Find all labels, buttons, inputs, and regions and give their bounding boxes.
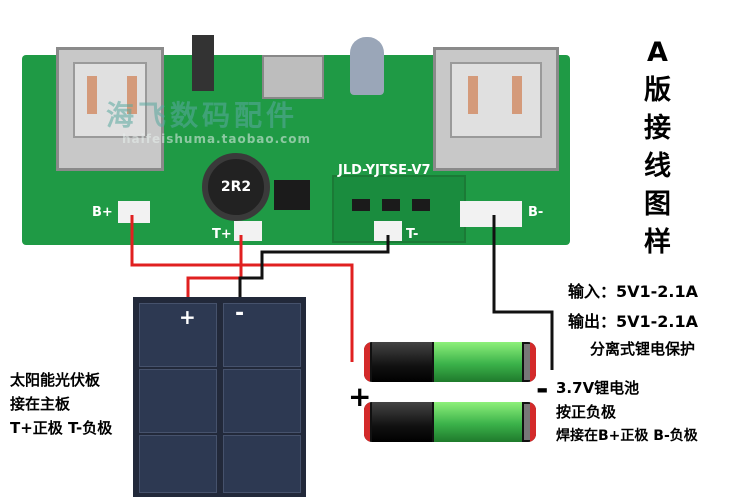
ic-chip (274, 180, 310, 210)
solar-minus: - (235, 301, 245, 326)
led (350, 37, 384, 95)
title-char: 样 (644, 227, 671, 258)
board-id: JLD-YJTSE-V7 (338, 163, 431, 178)
battery-cap (524, 404, 532, 440)
solar-cell (139, 303, 217, 367)
inductor-label: 2R2 (220, 179, 252, 195)
pad-t-plus-label: T+ (212, 227, 232, 242)
usb-pin (87, 76, 97, 114)
solar-cell (223, 369, 301, 433)
micro-usb-port (262, 55, 324, 99)
battery-description: 3.7V锂电池 按正负极 焊接在B+正极 B-负极 (556, 376, 698, 448)
pad-t-minus (374, 221, 402, 241)
usb-pin (468, 76, 478, 114)
battery-desc-line: 焊接在B+正极 B-负极 (556, 428, 698, 444)
pad-b-minus-label: B- (528, 205, 544, 220)
battery-minus: - (536, 372, 549, 407)
usb-port-right (433, 47, 559, 171)
battery-terminal (364, 342, 370, 382)
pad-b-minus (460, 201, 522, 227)
battery-bottom (364, 402, 536, 442)
watermark-cn: 海飞数码配件 (106, 99, 299, 132)
solar-plus: + (179, 305, 196, 329)
solar-cell (139, 369, 217, 433)
title-char: 图 (644, 189, 671, 220)
mosfet (382, 199, 400, 211)
vertical-title: A 版 接 线 图 样 (644, 34, 671, 262)
battery-shrink-black (372, 402, 432, 442)
spec-output: 输出：5V1-2.1A (568, 312, 699, 331)
title-char: 线 (644, 151, 671, 182)
battery-top (364, 342, 536, 382)
solar-cell (223, 435, 301, 493)
battery-shrink-green (434, 402, 522, 442)
battery-terminal (530, 402, 536, 442)
pad-t-minus-label: T- (406, 227, 419, 242)
battery-terminal (364, 402, 370, 442)
usb-pin (512, 76, 522, 114)
battery-cap (524, 344, 532, 380)
title-char: A (647, 37, 668, 68)
solar-desc-line: T+正极 T-负极 (10, 419, 113, 437)
solar-cell (139, 435, 217, 493)
solar-description: 太阳能光伏板 接在主板 T+正极 T-负极 (10, 368, 112, 440)
wire-t-minus (238, 235, 390, 304)
wire-t-plus (186, 235, 243, 304)
pcb-board: 2R2 JLD-YJTSE-V7 B+ T+ T- B- (22, 35, 570, 245)
protection-module (332, 175, 466, 243)
mosfet (412, 199, 430, 211)
battery-terminal (530, 342, 536, 382)
push-switch (192, 35, 214, 91)
solar-cell (223, 303, 301, 367)
inductor: 2R2 (202, 153, 270, 221)
solar-desc-line: 接在主板 (10, 395, 71, 413)
watermark-url: haifeishuma.taobao.com (122, 132, 312, 146)
battery-plus: + (348, 380, 372, 413)
spec-input: 输入：5V1-2.1A (568, 282, 699, 301)
usb-pin (127, 76, 137, 114)
battery-shrink-black (372, 342, 432, 382)
wire-b-minus (492, 215, 554, 370)
battery-shrink-green (434, 342, 522, 382)
title-char: 接 (644, 113, 671, 144)
usb-port-left (56, 47, 164, 171)
title-char: 版 (644, 75, 671, 106)
battery-desc-line: 按正负极 (556, 403, 617, 421)
mosfet (352, 199, 370, 211)
battery-desc-line: 3.7V锂电池 (556, 379, 640, 397)
pad-b-plus-label: B+ (92, 205, 113, 220)
solar-desc-line: 太阳能光伏板 (10, 371, 101, 389)
solar-panel: + - (133, 297, 306, 497)
spec-protection: 分离式锂电保护 (590, 340, 696, 358)
pad-b-plus (118, 201, 150, 223)
